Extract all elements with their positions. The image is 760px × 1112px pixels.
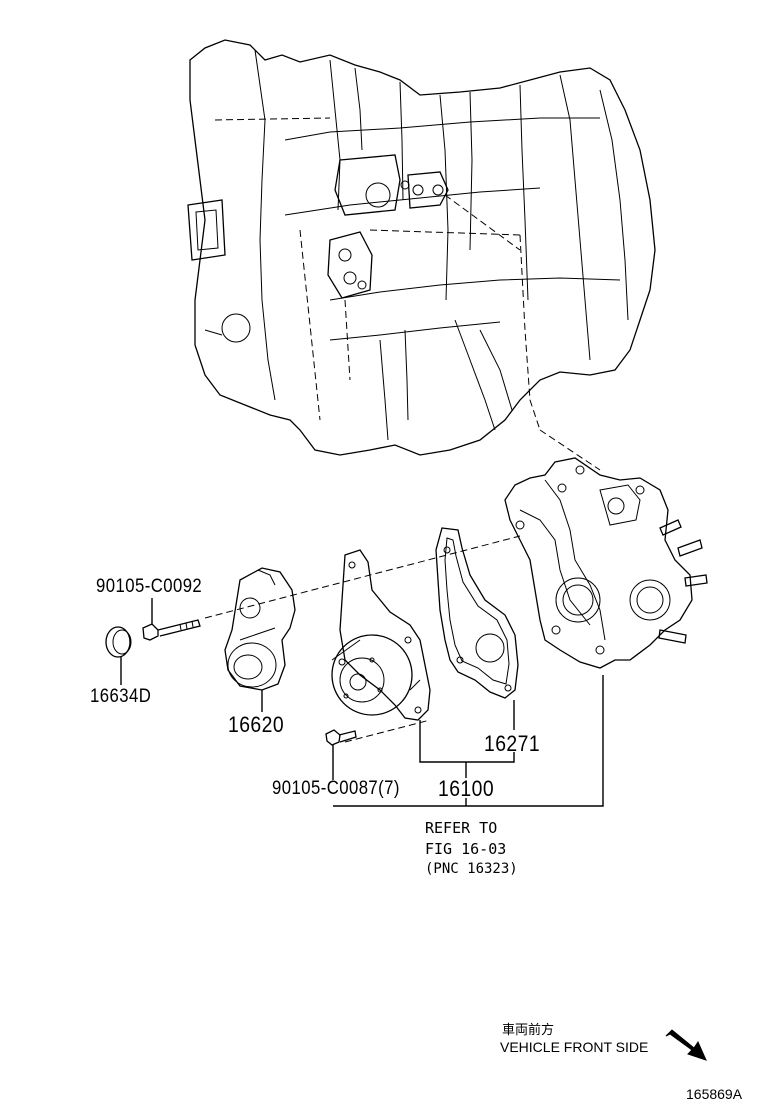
water-pump [331, 549, 431, 721]
label-water-pump: 16100 [438, 776, 495, 801]
vehicle-front-jp: 車両前方 [502, 1023, 555, 1038]
bolt-lower [325, 729, 357, 746]
label-cap: 16634D [90, 686, 152, 707]
alignment-line-lower-bolt [344, 719, 431, 743]
leader-lines [120, 598, 604, 807]
housing [504, 457, 708, 669]
refer-line-2: FIG 16-03 [425, 840, 507, 858]
arrow-down-right-icon [665, 1029, 707, 1061]
label-bolt-upper: 90105-C0092 [96, 576, 203, 597]
refer-line-1: REFER TO [425, 819, 498, 837]
label-gasket: 16271 [484, 731, 541, 756]
label-tensioner: 16620 [228, 712, 285, 737]
alignment-line-main [204, 535, 521, 619]
refer-line-3: (PNC 16323) [425, 861, 518, 877]
vehicle-front-en: VEHICLE FRONT SIDE [500, 1039, 649, 1055]
alignment-line-housing [539, 429, 601, 471]
diagram-id: 165869A [686, 1086, 743, 1102]
label-bolt-lower: 90105-C0087(7) [272, 778, 400, 799]
engine-block [187, 39, 656, 456]
tensioner [224, 567, 296, 691]
cap [105, 626, 132, 658]
gasket [435, 527, 519, 699]
